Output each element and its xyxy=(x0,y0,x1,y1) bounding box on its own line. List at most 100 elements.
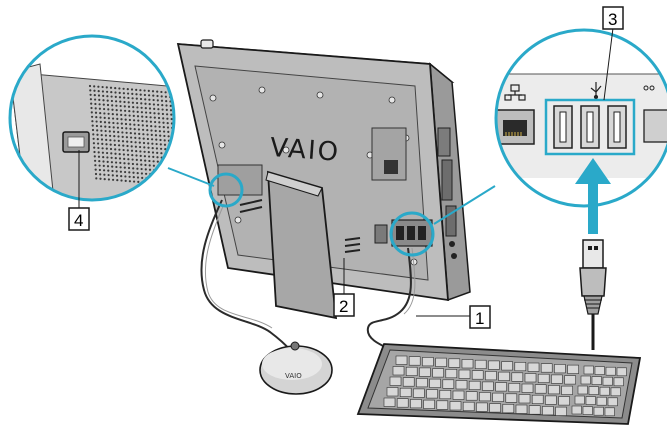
keyboard-key xyxy=(540,363,553,373)
keypad-key xyxy=(582,406,593,415)
power-button-icon xyxy=(200,39,214,49)
keyboard-key xyxy=(501,361,513,371)
keyboard-key xyxy=(439,389,452,400)
keyboard-key xyxy=(505,393,518,403)
keyboard-key xyxy=(468,380,481,391)
usb-connection-arrow xyxy=(575,158,611,234)
mouse: VAIO xyxy=(259,341,333,395)
memory-cover-slot xyxy=(384,160,398,174)
computer-stand xyxy=(265,170,338,320)
keyboard-key xyxy=(452,390,465,400)
keypad-key xyxy=(605,366,616,376)
usb-plug-icon xyxy=(579,239,607,350)
keyboard-key xyxy=(476,402,488,412)
keyboard xyxy=(356,343,642,425)
keyboard-key xyxy=(423,399,435,409)
keyboard-key xyxy=(429,378,441,388)
keyboard-key xyxy=(419,367,431,377)
callout-label-3: 3 xyxy=(602,6,624,30)
keypad-key xyxy=(591,376,602,385)
keypad-key xyxy=(571,405,582,415)
keyboard-key xyxy=(488,360,500,370)
keypad-key xyxy=(594,366,605,375)
keyboard-key xyxy=(561,385,573,395)
keyboard-key xyxy=(515,404,528,414)
callout-number-4: 4 xyxy=(74,211,83,230)
keypad-key xyxy=(585,396,596,405)
keyboard-key xyxy=(383,397,396,407)
keypad-key xyxy=(596,396,607,406)
callout-label-1: 1 xyxy=(416,305,491,329)
keyboard-key xyxy=(485,371,497,381)
keyboard-key xyxy=(492,392,504,402)
keyboard-key xyxy=(502,403,515,414)
keyboard-key xyxy=(551,374,563,384)
keyboard-key xyxy=(416,378,428,388)
keyboard-key xyxy=(410,399,422,409)
keyboard-key xyxy=(521,383,534,393)
keyboard-key xyxy=(495,382,507,392)
keyboard-key xyxy=(564,375,576,385)
usb-ports xyxy=(553,105,627,149)
keypad-key xyxy=(610,387,621,397)
keyboard-key xyxy=(527,362,540,372)
keyboard-key xyxy=(542,406,554,416)
keyboard-key xyxy=(471,370,484,380)
keypad-key xyxy=(607,397,618,407)
keyboard-key xyxy=(445,368,458,379)
usb-port-highlight xyxy=(544,98,636,156)
pc-brand-logo: VAIO xyxy=(269,133,341,168)
keypad-key xyxy=(616,367,627,377)
zoom-callout-ports xyxy=(389,27,667,257)
callout-label-4: 4 xyxy=(68,207,90,231)
mouse-brand-logo: VAIO xyxy=(285,372,302,380)
keypad-key xyxy=(583,365,594,375)
keyboard-key xyxy=(458,369,471,379)
keyboard-key xyxy=(436,400,449,410)
keypad-key xyxy=(599,386,610,396)
keyboard-key xyxy=(449,401,462,411)
keyboard-key xyxy=(426,389,438,399)
keyboard-key xyxy=(479,392,491,402)
usb-trident-icon xyxy=(590,82,602,100)
keyboard-key xyxy=(531,394,544,405)
keyboard-key xyxy=(548,385,560,395)
keyboard-key xyxy=(465,391,478,401)
keyboard-key xyxy=(534,384,547,394)
keyboard-key xyxy=(399,387,412,398)
keyboard-key xyxy=(554,364,566,374)
keyboard-key xyxy=(518,394,531,404)
keyboard-key xyxy=(474,359,487,370)
cables xyxy=(200,199,416,353)
keyboard-key xyxy=(386,387,399,397)
keyboard-key xyxy=(528,405,541,415)
keyboard-key xyxy=(396,398,409,408)
keyboard-key xyxy=(555,406,567,416)
side-ports xyxy=(437,127,457,259)
keypad-key xyxy=(593,406,604,416)
keyboard-key xyxy=(408,356,421,366)
keypad-key xyxy=(602,376,613,386)
keypad-key xyxy=(577,385,588,395)
computer-rear: VAIO xyxy=(176,39,471,302)
keyboard-key xyxy=(448,358,461,368)
callout-label-2: 2 xyxy=(333,258,355,317)
keypad-key xyxy=(613,377,624,387)
keypad-key xyxy=(580,375,591,385)
bottom-vent xyxy=(239,199,361,253)
keypad-key xyxy=(588,386,599,395)
keyboard-key xyxy=(392,366,405,376)
keyboard-key xyxy=(462,401,475,412)
callout-number-2: 2 xyxy=(339,297,348,316)
keyboard-key xyxy=(511,372,524,382)
keyboard-key xyxy=(537,373,550,384)
keyboard-key xyxy=(442,379,455,389)
keyboard-key xyxy=(422,357,434,367)
keyboard-key xyxy=(489,403,501,413)
keyboard-key xyxy=(461,359,474,369)
keyboard-key xyxy=(508,382,521,393)
keyboard-key xyxy=(402,377,415,387)
keyboard-key xyxy=(567,364,579,374)
keyboard-key xyxy=(482,381,494,391)
